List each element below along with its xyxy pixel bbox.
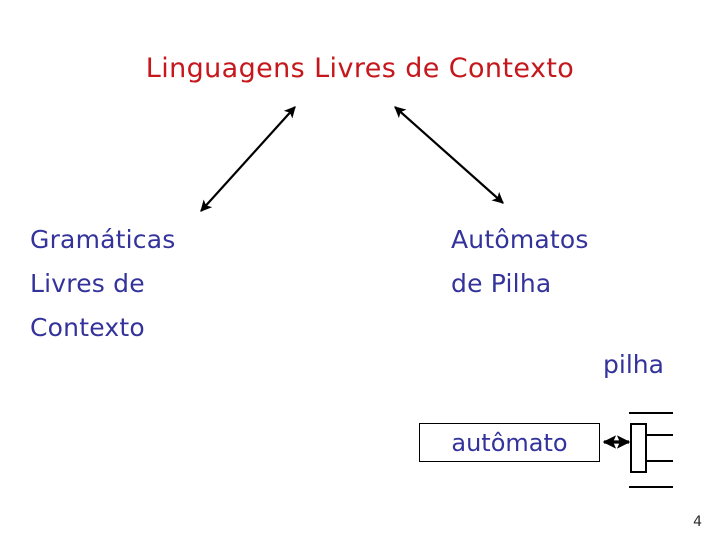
arrow-title-to-automata — [394, 106, 504, 204]
automaton-box: autômato — [419, 423, 600, 462]
concept-grammars-line-1: Gramáticas — [30, 225, 176, 254]
concept-automata-line-2: de Pilha — [451, 269, 552, 298]
concept-grammars-line-3: Contexto — [30, 313, 145, 342]
concept-grammars-line-2: Livres de — [30, 269, 145, 298]
concept-automata-line-1: Autômatos — [451, 225, 589, 254]
arrow-title-to-grammars — [200, 106, 296, 212]
stack-glyph — [629, 412, 673, 488]
concept-grammars: Gramáticas Livres de Contexto — [30, 218, 175, 350]
automaton-box-label: autômato — [451, 428, 568, 457]
concept-automata: Autômatos de Pilha — [451, 218, 589, 306]
stack-cell-container — [630, 423, 647, 473]
page-title: Linguagens Livres de Contexto — [145, 53, 575, 84]
page-number: 4 — [693, 514, 702, 530]
stack-label: pilha — [603, 350, 664, 379]
